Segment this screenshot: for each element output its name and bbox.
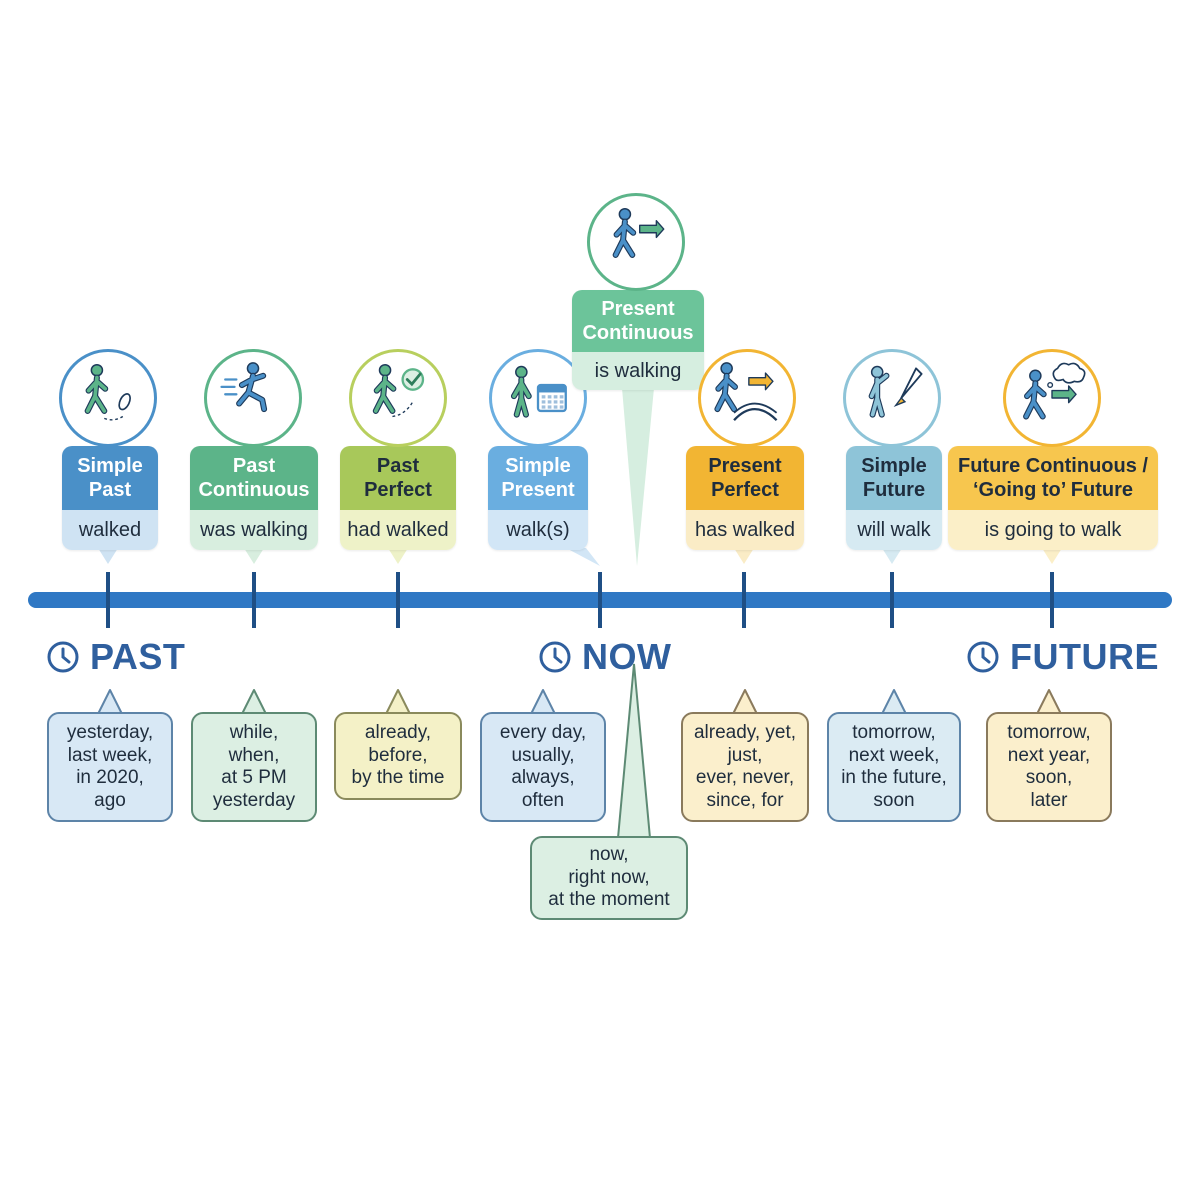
walking-arrow-icon (612, 207, 665, 258)
tense-name: Present Perfect (686, 446, 804, 510)
tense-card-pointer (244, 548, 264, 564)
time-marker-text: while, when, at 5 PM yesterday (212, 722, 296, 811)
time-marker-bubble-simple-present: every day, usually, always, often (480, 712, 606, 822)
walker-thought-cloud-icon (1023, 362, 1086, 420)
tense-verb-form: is walking (572, 352, 704, 390)
tense-card-pointer (1042, 548, 1062, 564)
clock-icon (47, 641, 79, 673)
clock-icon (967, 641, 999, 673)
tense-icon-badge (843, 349, 941, 447)
past-label: PAST (90, 636, 186, 677)
tense-verb-form: has walked (686, 510, 804, 550)
tense-icon-badge (204, 349, 302, 447)
tense-verb-form: is going to walk (948, 510, 1158, 550)
tense-name: Simple Future (846, 446, 942, 510)
tense-name: Past Continuous (190, 446, 318, 510)
period-label-now: NOW (538, 636, 671, 678)
tense-icon-badge (489, 349, 587, 447)
tense-card-pointer (734, 548, 754, 564)
time-marker-text: tomorrow, next week, in the future, soon (841, 722, 947, 811)
time-marker-text: now, right now, at the moment (548, 844, 670, 911)
walker-bridge-icon (714, 362, 778, 422)
tense-name: Past Perfect (340, 446, 456, 510)
time-marker-text: already, before, by the time (351, 722, 445, 789)
tense-icon-badge (59, 349, 157, 447)
tense-card-pointer (388, 548, 408, 564)
tense-icon-badge (349, 349, 447, 447)
clock-icon (539, 641, 571, 673)
time-marker-bubble-simple-future: tomorrow, next week, in the future, soon (827, 712, 961, 822)
time-marker-text: yesterday, last week, in 2020, ago (66, 722, 154, 811)
person-calendar-icon (510, 365, 567, 418)
time-marker-bubble-past-continuous: while, when, at 5 PM yesterday (191, 712, 317, 822)
tense-name: Future Continuous / ‘Going to’ Future (948, 446, 1158, 510)
tense-icon-badge (1003, 349, 1101, 447)
time-marker-bubble-future-continuous: tomorrow, next year, soon, later (986, 712, 1112, 822)
walker-footprints-icon (84, 363, 131, 421)
tense-verb-form: walk(s) (488, 510, 588, 550)
tense-card-pointer (98, 548, 118, 564)
tense-verb-form: walked (62, 510, 158, 550)
period-label-future: FUTURE (966, 636, 1159, 678)
time-marker-text: tomorrow, next year, soon, later (1007, 722, 1091, 811)
tense-verb-form: had walked (340, 510, 456, 550)
tense-verb-form: will walk (846, 510, 942, 550)
future-label: FUTURE (1010, 636, 1159, 677)
running-person-icon (220, 362, 268, 413)
period-label-past: PAST (46, 636, 185, 678)
tense-verb-form: was walking (190, 510, 318, 550)
time-marker-bubble-past-perfect: already, before, by the time (334, 712, 462, 800)
now-label: NOW (582, 636, 672, 677)
present-continuous-pointer (622, 388, 654, 566)
time-marker-text: every day, usually, always, often (499, 722, 587, 811)
time-marker-bubble-present-perfect: already, yet, just, ever, never, since, … (681, 712, 809, 822)
tense-icon-badge (698, 349, 796, 447)
person-rocket-icon (868, 365, 923, 418)
tense-card-pointer (566, 548, 600, 566)
time-marker-bubble-simple-past: yesterday, last week, in 2020, ago (47, 712, 173, 822)
tense-name: Simple Present (488, 446, 588, 510)
time-marker-text: already, yet, just, ever, never, since, … (693, 722, 797, 811)
time-marker-bubble-present-continuous: now, right now, at the moment (530, 836, 688, 920)
tense-card-pointer (882, 548, 902, 564)
tense-name: Present Continuous (572, 290, 704, 352)
walker-checkmark-icon (372, 363, 425, 418)
tense-name: Simple Past (62, 446, 158, 510)
tense-icon-badge (587, 193, 685, 291)
